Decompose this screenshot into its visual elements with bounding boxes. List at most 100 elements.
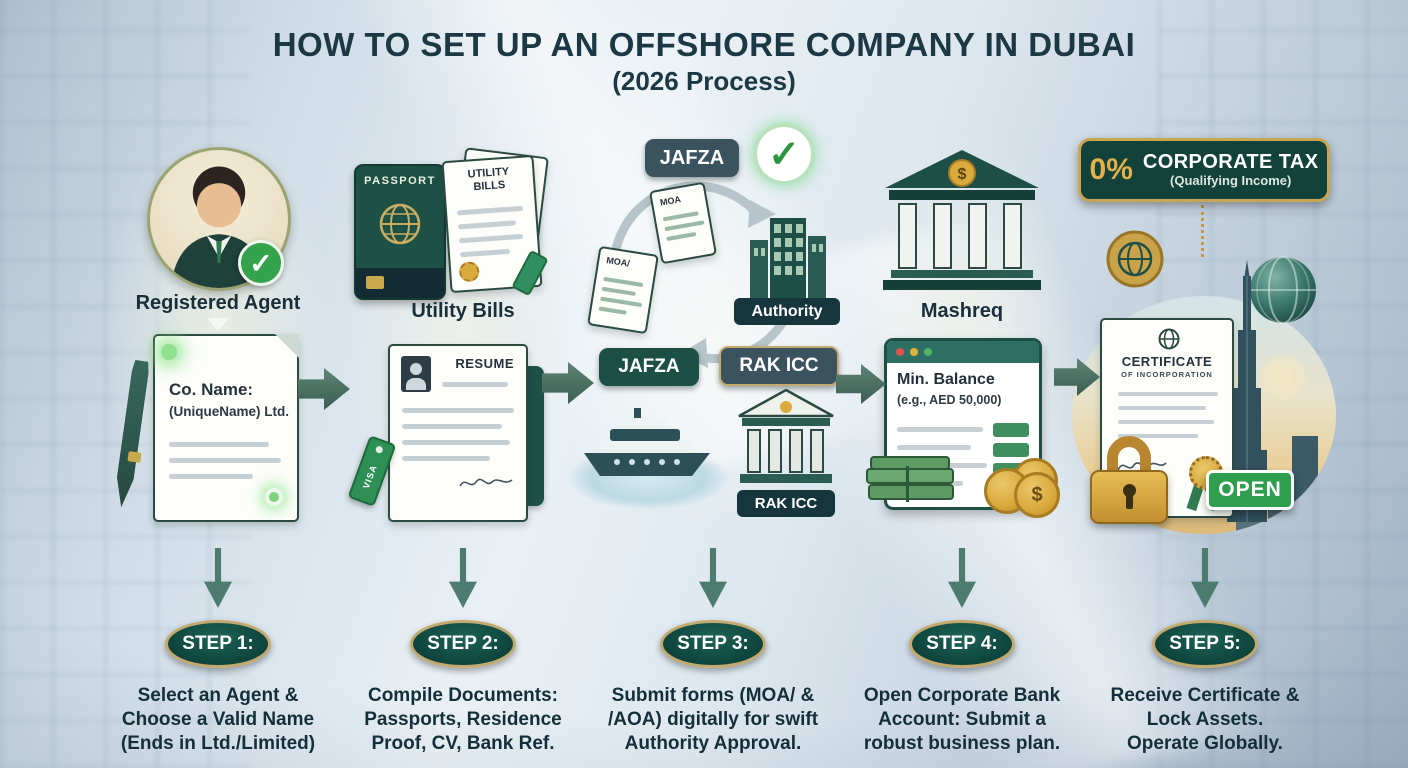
- sun-glow: [1260, 354, 1306, 400]
- bank-dollar-icon: $: [958, 166, 967, 183]
- moa-aoa-document: MOA/: [587, 245, 659, 335]
- corporate-tax-badge: 0% CORPORATE TAX (Qualifying Income): [1078, 138, 1330, 202]
- doc-line: [666, 231, 697, 242]
- globe-icon: [1250, 256, 1316, 324]
- doc-line: [402, 424, 502, 429]
- tax-subtitle: (Qualifying Income): [1170, 173, 1292, 189]
- gold-seal-icon: [458, 261, 480, 283]
- mashreq-bank-icon: $: [883, 150, 1041, 290]
- step-3-badge: STEP 3:: [660, 620, 766, 668]
- step-1-badge: STEP 1:: [165, 620, 271, 668]
- step-1-description: Select an Agent & Choose a Valid Name (E…: [120, 685, 316, 754]
- doc-line: [897, 427, 983, 432]
- tax-percent: 0%: [1089, 153, 1133, 186]
- padlock-shackle: [1107, 436, 1151, 478]
- open-sign: OPEN: [1206, 470, 1294, 510]
- band: [906, 466, 909, 502]
- photo-head: [410, 363, 422, 375]
- padlock-icon: [1090, 436, 1168, 524]
- step-2-badge: STEP 2:: [410, 620, 516, 668]
- jafza-top-label: JAFZA: [659, 146, 725, 169]
- tag-hole: [374, 445, 384, 455]
- jafza-label: JAFZA: [618, 356, 680, 377]
- doc-line: [664, 220, 705, 232]
- check-glyph: ✓: [249, 247, 273, 279]
- authority-building-icon: [750, 218, 826, 298]
- doc-line: [402, 456, 490, 461]
- check-glyph: ✓: [768, 133, 800, 176]
- doc-line: [402, 440, 510, 445]
- step-5-description: Receive Certificate & Lock Assets. Opera…: [1110, 685, 1300, 754]
- open-sign-label: OPEN: [1218, 478, 1282, 501]
- keyhole-circle: [1123, 484, 1136, 497]
- check-icon: ✓: [238, 240, 284, 286]
- certificate-globe-icon: [1158, 328, 1180, 350]
- step-3-badge-label: STEP 3:: [677, 633, 749, 654]
- certificate-title: CERTIFICATE: [1121, 354, 1213, 369]
- doc-line: [169, 474, 253, 479]
- pen-clip: [127, 451, 142, 463]
- passport-label: PASSPORT: [364, 175, 436, 187]
- gold-globe-icon: [1106, 230, 1164, 288]
- jafza-pill: JAFZA: [599, 348, 699, 386]
- step-3-description: Submit forms (MOA/ & /AOA) digitally for…: [607, 685, 819, 754]
- folded-corner: [275, 334, 299, 358]
- rak-icc-bank-icon: [738, 388, 834, 483]
- doc-line: [458, 233, 524, 244]
- registered-agent-label: Registered Agent: [135, 292, 301, 314]
- doc-line: [402, 408, 514, 413]
- page-subtitle: (2026 Process): [612, 66, 796, 96]
- step-5-badge-label: STEP 5:: [1169, 633, 1241, 654]
- coins-icon: $: [984, 458, 1066, 520]
- dollar-glyph: $: [1031, 483, 1043, 506]
- doc-line: [1118, 420, 1214, 424]
- window-dot-red: [896, 348, 904, 356]
- step-4-badge: STEP 4:: [909, 620, 1015, 668]
- green-glow-dot: [265, 488, 283, 506]
- banknote: [868, 484, 954, 500]
- doc-line: [169, 458, 281, 463]
- step-4-badge-label: STEP 4:: [926, 633, 998, 654]
- approval-check-icon: ✓: [753, 123, 815, 185]
- dollar-coin-icon: $: [1014, 472, 1060, 518]
- browser-header: [887, 341, 1039, 363]
- doc-line: [459, 248, 511, 258]
- step-2-description: Compile Documents: Passports, Residence …: [364, 685, 562, 754]
- photo-shoulders: [406, 378, 426, 390]
- arrow-down-icon: [449, 548, 477, 608]
- signature-icon: [459, 478, 513, 487]
- dotted-connector: [1201, 205, 1204, 257]
- passport-icon: PASSPORT: [354, 164, 446, 300]
- passport-globe-icon: [379, 203, 421, 245]
- doc-line: [601, 286, 636, 296]
- moa-aoa-label: MOA/: [605, 255, 631, 269]
- visa-tag-label: VISA: [360, 463, 379, 491]
- page-title: HOW TO SET UP AN OFFSHORE COMPANY IN DUB…: [272, 26, 1136, 63]
- rak-icc-bank-text: RAK ICC: [754, 495, 818, 512]
- resume-photo: [401, 356, 431, 392]
- company-name-title: Co. Name:: [169, 380, 254, 399]
- doc-line: [456, 205, 524, 216]
- rak-icc-label: RAK ICC: [739, 355, 819, 376]
- mashreq-label: Mashreq: [920, 300, 1004, 322]
- jafza-top-pill: JAFZA: [645, 139, 739, 177]
- doc-line: [603, 276, 644, 288]
- ship-icon: [584, 408, 710, 476]
- cash-icon: [866, 456, 956, 506]
- doc-line: [1118, 434, 1198, 438]
- doc-line: [1118, 406, 1206, 410]
- min-balance-subtitle: (e.g., AED 50,000): [897, 393, 1002, 407]
- step-5-badge: STEP 5:: [1152, 620, 1258, 668]
- step-1-badge-label: STEP 1:: [182, 633, 254, 654]
- doc-line: [662, 211, 699, 222]
- doc-line: [457, 220, 517, 230]
- doc-line: [1118, 392, 1218, 396]
- skyline-building: [1292, 436, 1318, 534]
- banknote: [866, 468, 954, 484]
- moa-label: MOA: [659, 194, 682, 208]
- window-dot-green: [924, 348, 932, 356]
- utility-bills-label: Utility Bills: [411, 300, 515, 322]
- doc-line: [600, 296, 643, 308]
- authority-text: Authority: [751, 302, 823, 320]
